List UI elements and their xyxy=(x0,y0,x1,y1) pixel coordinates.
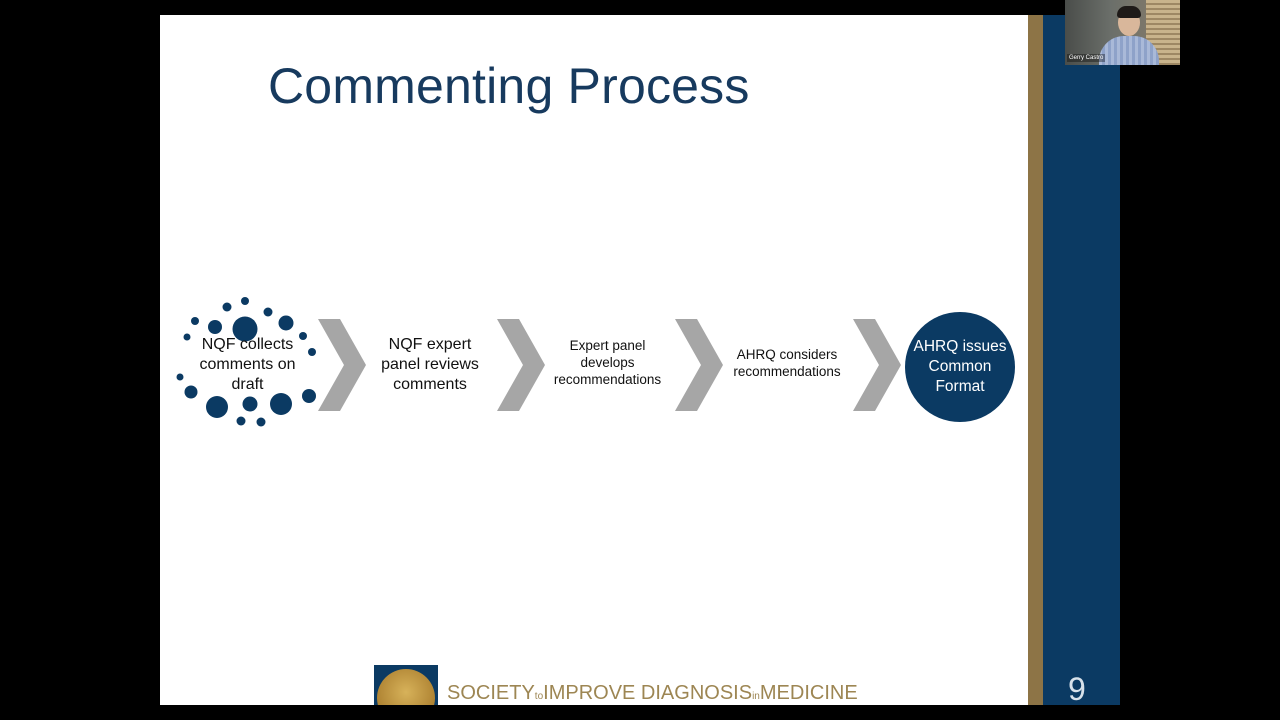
society-medicine: MEDICINE xyxy=(759,682,858,704)
society-to: to xyxy=(534,691,544,702)
society-seal-icon xyxy=(374,665,438,705)
society-improve: IMPROVE DIAGNOSIS xyxy=(543,682,753,704)
chevron-right-icon xyxy=(853,319,901,411)
final-step-circle: AHRQ issues Common Format xyxy=(905,312,1015,422)
step-panel-reviews: NQF expert panel reviews comments xyxy=(381,336,479,393)
society-word: SOCIETY xyxy=(447,682,535,704)
society-in: in xyxy=(752,691,760,702)
presentation-slide: Commenting Process NQF collects comments… xyxy=(160,15,1120,705)
blue-side-band xyxy=(1043,15,1120,705)
participant-video-tile[interactable]: Gerry Castro xyxy=(1065,0,1180,65)
chevron-right-icon xyxy=(318,319,366,411)
step-develops-recommendations: Expert panel develops recommendations xyxy=(553,338,662,387)
slide-title: Commenting Process xyxy=(268,58,750,114)
footer-logo: SOCIETYtoIMPROVE DIAGNOSISinMEDICINE xyxy=(374,665,934,705)
step-ahrq-considers: AHRQ considers recommendations xyxy=(733,347,841,379)
participant-body xyxy=(1099,36,1159,65)
participant-hair xyxy=(1117,6,1141,18)
step-collect-comments: NQF collects comments on draft xyxy=(199,336,296,393)
dots-circle-icon xyxy=(176,297,316,427)
chevron-right-icon xyxy=(497,319,545,411)
society-name: SOCIETYtoIMPROVE DIAGNOSISinMEDICINE xyxy=(447,682,858,705)
page-number: 9 xyxy=(1068,671,1086,705)
gold-accent-bar xyxy=(1028,15,1043,705)
chevron-right-icon xyxy=(675,319,723,411)
participant-name: Gerry Castro xyxy=(1067,54,1106,62)
final-step-text: AHRQ issues Common Format xyxy=(913,337,1007,396)
